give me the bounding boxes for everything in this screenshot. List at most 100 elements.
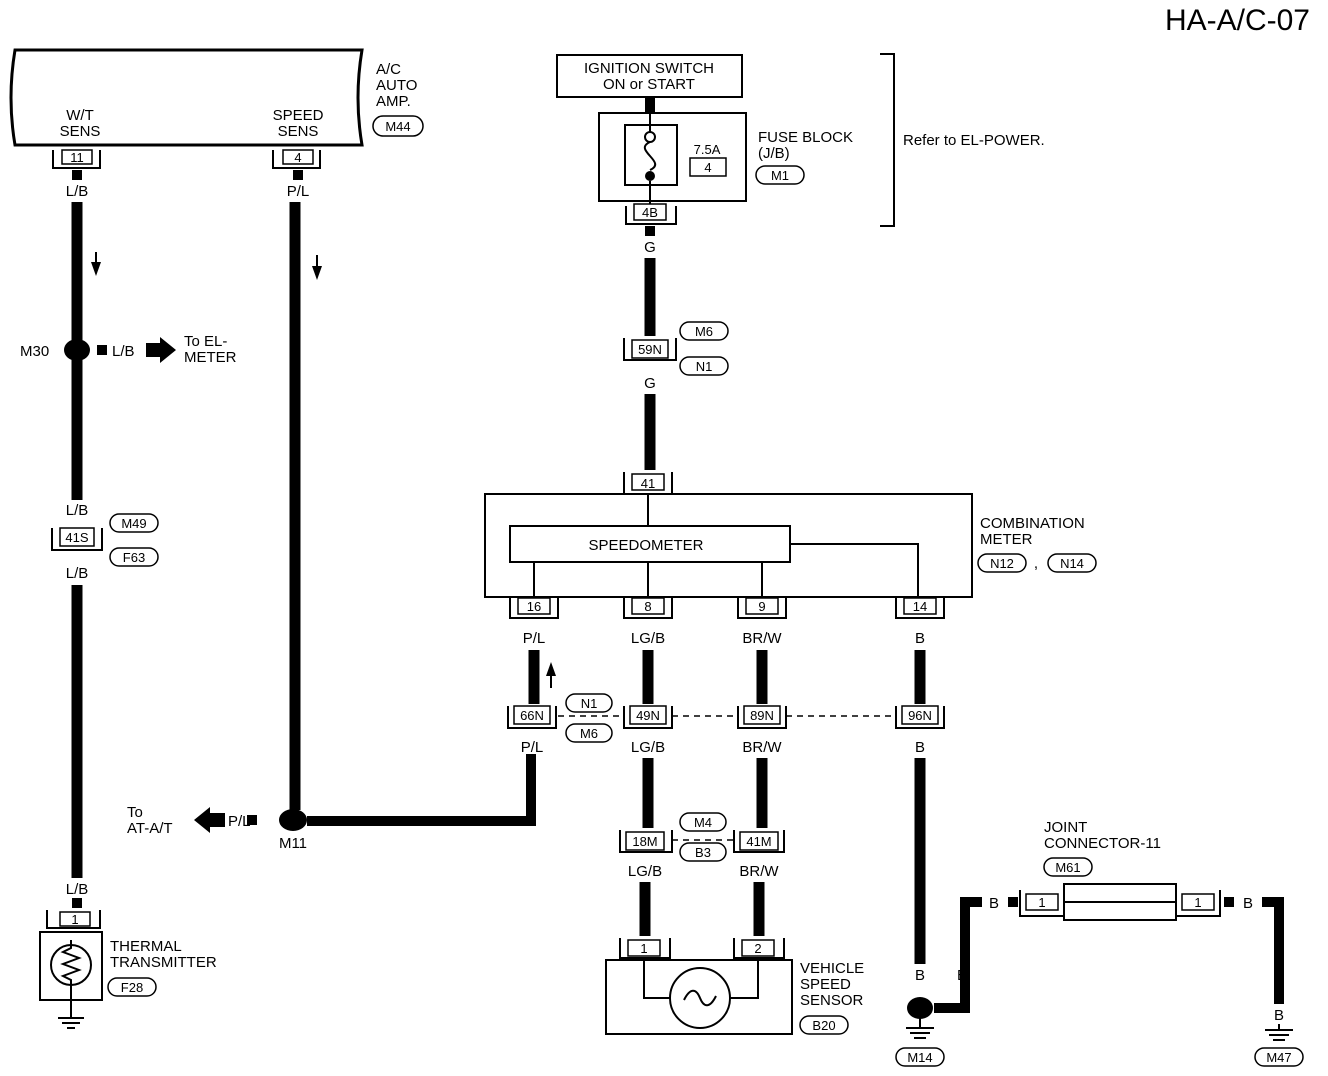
svg-text:LG/B: LG/B — [631, 630, 665, 647]
connector-41s: 41S M49 F63 — [51, 513, 159, 567]
svg-text:B: B — [957, 967, 967, 984]
wt-sens-label-2: SENS — [60, 123, 101, 140]
svg-text:B20: B20 — [812, 1018, 835, 1033]
svg-text:ON or START: ON or START — [603, 76, 695, 93]
svg-text:CONNECTOR-11: CONNECTOR-11 — [1044, 835, 1161, 852]
svg-text:L/B: L/B — [66, 502, 89, 519]
svg-text:L/B: L/B — [66, 183, 89, 200]
svg-text:P/L: P/L — [287, 183, 310, 200]
svg-text:G: G — [644, 375, 656, 392]
svg-text:96N: 96N — [908, 708, 932, 723]
svg-text:VEHICLE: VEHICLE — [800, 960, 864, 977]
svg-text:N12: N12 — [990, 556, 1014, 571]
ac-amp-name-2: AUTO — [376, 77, 417, 94]
svg-text:N14: N14 — [1060, 556, 1084, 571]
svg-text:M14: M14 — [907, 1050, 932, 1065]
svg-text:B: B — [915, 739, 925, 756]
svg-text:METER: METER — [184, 349, 237, 366]
svg-text:JOINT: JOINT — [1044, 819, 1087, 836]
fuse-block: 7.5A 4 FUSE BLOCK (J/B) M1 4B — [598, 112, 853, 225]
svg-text:BR/W: BR/W — [742, 739, 782, 756]
flow-arrow-icon — [546, 662, 556, 676]
svg-text:L/B: L/B — [112, 343, 135, 360]
power-bracket: Refer to EL-POWER. — [880, 53, 1045, 227]
ground-m14: B M14 B — [895, 758, 982, 1067]
svg-text:89N: 89N — [750, 708, 774, 723]
wire-lb: L/B L/B L/B L/B — [66, 170, 89, 908]
svg-text:49N: 49N — [636, 708, 660, 723]
speed-sens-label-1: SPEED — [273, 107, 324, 124]
svg-text:2: 2 — [754, 941, 761, 956]
svg-text:P/L: P/L — [521, 739, 544, 756]
svg-text:LG/B: LG/B — [628, 863, 662, 880]
page-code: HA-A/C-07 — [1165, 4, 1310, 37]
svg-text:G: G — [644, 239, 656, 256]
svg-text:METER: METER — [980, 531, 1033, 548]
thermal-transmitter: 1 THERMAL TRANSMITTER F28 — [39, 910, 217, 1029]
connector-row-m: 18M 41M M4 B3 — [619, 812, 785, 862]
svg-text:14: 14 — [913, 599, 927, 614]
svg-text:BR/W: BR/W — [739, 863, 779, 880]
svg-text:8: 8 — [644, 599, 651, 614]
svg-text:M4: M4 — [694, 815, 712, 830]
ac-amp-ref: M44 — [385, 119, 410, 134]
ac-amp-name-1: A/C — [376, 61, 401, 78]
svg-text:M6: M6 — [695, 324, 713, 339]
wire-pl-left: P/L M11 P/L To AT-A/T — [127, 170, 536, 852]
svg-text:B: B — [989, 895, 999, 912]
wire-g: G 59N M6 N1 G — [623, 226, 729, 470]
svg-text:M61: M61 — [1055, 860, 1080, 875]
svg-text:L/B: L/B — [66, 881, 89, 898]
svg-text:M11: M11 — [279, 835, 307, 852]
arrow-right-icon — [146, 337, 176, 363]
svg-text:P/L: P/L — [523, 630, 546, 647]
ac-auto-amp: W/T SENS SPEED SENS A/C AUTO AMP. M44 — [9, 48, 424, 147]
svg-text:B3: B3 — [695, 845, 711, 860]
flow-arrow-icon — [91, 262, 101, 276]
svg-text:1: 1 — [640, 941, 647, 956]
svg-text:11: 11 — [70, 150, 84, 165]
svg-text:THERMAL: THERMAL — [110, 938, 182, 955]
svg-text:M49: M49 — [121, 516, 146, 531]
svg-text:1: 1 — [1194, 895, 1201, 910]
flow-arrow-icon — [312, 266, 322, 280]
svg-text:1: 1 — [71, 912, 78, 927]
svg-text:IGNITION SWITCH: IGNITION SWITCH — [584, 60, 714, 77]
pin-11-connector: 11 — [52, 149, 101, 169]
svg-text:B: B — [1243, 895, 1253, 912]
svg-text:F63: F63 — [123, 550, 145, 565]
svg-text:4B: 4B — [642, 205, 658, 220]
vehicle-speed-sensor: 1 2 VEHICLE SPEED SENSOR B20 — [605, 938, 864, 1035]
svg-text:16: 16 — [527, 599, 541, 614]
svg-text:M47: M47 — [1266, 1050, 1291, 1065]
svg-text:M30: M30 — [20, 343, 49, 360]
connector-row-n: 66N 49N 89N 96N N1 M6 — [507, 693, 945, 743]
svg-text:9: 9 — [758, 599, 765, 614]
svg-text:P/L: P/L — [228, 813, 251, 830]
svg-text:4: 4 — [294, 150, 301, 165]
svg-text:SENSOR: SENSOR — [800, 992, 864, 1009]
svg-text:B: B — [915, 967, 925, 984]
ignition-switch: IGNITION SWITCH ON or START — [556, 54, 743, 112]
svg-text:TRANSMITTER: TRANSMITTER — [110, 954, 217, 971]
svg-text:,: , — [1034, 555, 1038, 572]
combination-meter: 41 SPEEDOMETER COMBINATION METER N12 , N… — [484, 472, 1097, 619]
svg-text:LG/B: LG/B — [631, 739, 665, 756]
svg-text:N1: N1 — [581, 696, 598, 711]
svg-text:To EL-: To EL- — [184, 333, 227, 350]
svg-text:M6: M6 — [580, 726, 598, 741]
speedometer-label: SPEEDOMETER — [588, 537, 703, 554]
pin-4-connector: 4 — [272, 149, 321, 169]
svg-text:FUSE BLOCK: FUSE BLOCK — [758, 129, 853, 146]
svg-text:M1: M1 — [771, 168, 789, 183]
svg-text:(J/B): (J/B) — [758, 145, 790, 162]
speed-sens-label-2: SENS — [278, 123, 319, 140]
svg-text:F28: F28 — [121, 980, 143, 995]
svg-text:N1: N1 — [696, 359, 713, 374]
svg-text:COMBINATION: COMBINATION — [980, 515, 1085, 532]
svg-text:To: To — [127, 804, 143, 821]
svg-text:41S: 41S — [65, 530, 88, 545]
svg-text:4: 4 — [704, 160, 711, 175]
svg-text:7.5A: 7.5A — [694, 142, 721, 157]
